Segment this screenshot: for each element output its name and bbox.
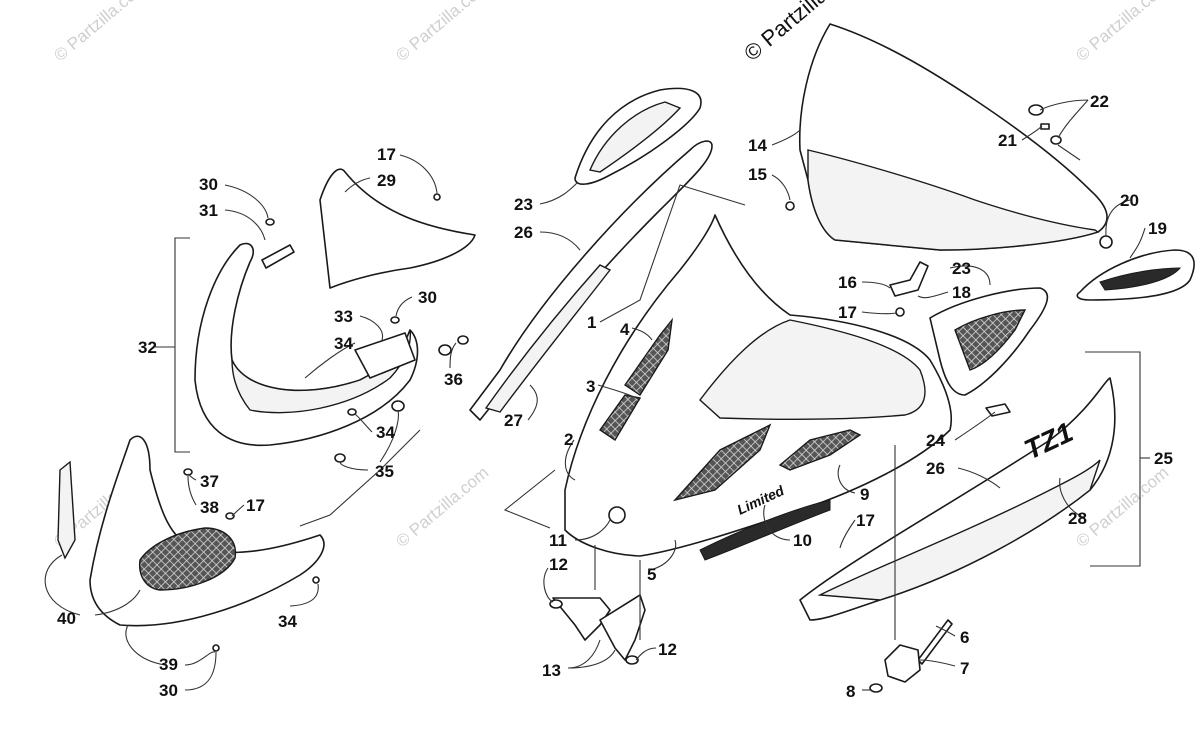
dash-vent-panel: [574, 87, 702, 185]
watermark: © Partzilla.com: [392, 0, 492, 65]
watermark: © Partzilla.com: [50, 0, 150, 65]
lower-cowl-bottom: [57, 435, 325, 627]
callout-36: 36: [444, 370, 463, 389]
callout-26: 26: [514, 223, 533, 242]
callouts: 1 2 3 4 5 6 7 8 9 10 11 12 12 13 14 15 1…: [57, 92, 1173, 701]
callout-30: 30: [199, 175, 218, 194]
callout-17: 17: [377, 145, 396, 164]
callout-8: 8: [846, 682, 855, 701]
callout-5: 5: [647, 565, 656, 584]
callout-26: 26: [926, 459, 945, 478]
callout-32: 32: [138, 338, 157, 357]
callout-13: 13: [542, 661, 561, 680]
callout-9: 9: [860, 485, 869, 504]
callout-2: 2: [564, 430, 573, 449]
callout-30: 30: [418, 288, 437, 307]
callout-34: 34: [278, 612, 297, 631]
callout-3: 3: [586, 377, 595, 396]
callout-40: 40: [57, 609, 76, 628]
callout-29: 29: [377, 171, 396, 190]
callout-30: 30: [159, 681, 178, 700]
callout-39: 39: [159, 655, 178, 674]
callout-20: 20: [1120, 191, 1139, 210]
callout-16: 16: [838, 273, 857, 292]
callout-33: 33: [334, 307, 353, 326]
windshield: [785, 23, 1108, 251]
callout-23: 23: [952, 259, 971, 278]
small-bracket: [889, 261, 929, 317]
callout-12: 12: [549, 555, 568, 574]
side-rail: [469, 140, 713, 421]
callout-4: 4: [620, 320, 630, 339]
light-lens: [1076, 235, 1195, 301]
left-fasteners: [183, 193, 469, 652]
callout-7: 7: [960, 659, 969, 678]
callout-19: 19: [1148, 219, 1167, 238]
side-vent-panel: [929, 287, 1049, 396]
leader-lines: [44, 99, 1150, 691]
callout-17: 17: [838, 303, 857, 322]
hood: Limited: [564, 214, 953, 561]
watermark: © Partzilla.com: [1072, 0, 1172, 65]
callout-18: 18: [952, 283, 971, 302]
inner-panel: [319, 168, 476, 289]
callout-24: 24: [926, 431, 945, 450]
callout-34: 34: [376, 423, 395, 442]
callout-14: 14: [748, 136, 767, 155]
callout-17: 17: [856, 511, 875, 530]
callout-15: 15: [748, 165, 767, 184]
callout-23: 23: [514, 195, 533, 214]
watermark: © Partzilla.com: [392, 463, 492, 551]
callout-28: 28: [1068, 509, 1087, 528]
callout-1: 1: [587, 313, 596, 332]
callout-17: 17: [246, 496, 265, 515]
windshield-fasteners: [1028, 104, 1062, 145]
latch-hardware: [869, 619, 953, 693]
callout-25: 25: [1154, 449, 1173, 468]
callout-31: 31: [199, 201, 218, 220]
callout-10: 10: [793, 531, 812, 550]
callout-21: 21: [998, 131, 1017, 150]
callout-12: 12: [658, 640, 677, 659]
callout-37: 37: [200, 472, 219, 491]
callout-38: 38: [200, 498, 219, 517]
callout-35: 35: [375, 462, 394, 481]
callout-34: 34: [334, 334, 353, 353]
callout-27: 27: [504, 411, 523, 430]
mount-brackets: [549, 594, 646, 665]
callout-22: 22: [1090, 92, 1109, 111]
callout-11: 11: [549, 531, 567, 550]
callout-6: 6: [960, 628, 969, 647]
